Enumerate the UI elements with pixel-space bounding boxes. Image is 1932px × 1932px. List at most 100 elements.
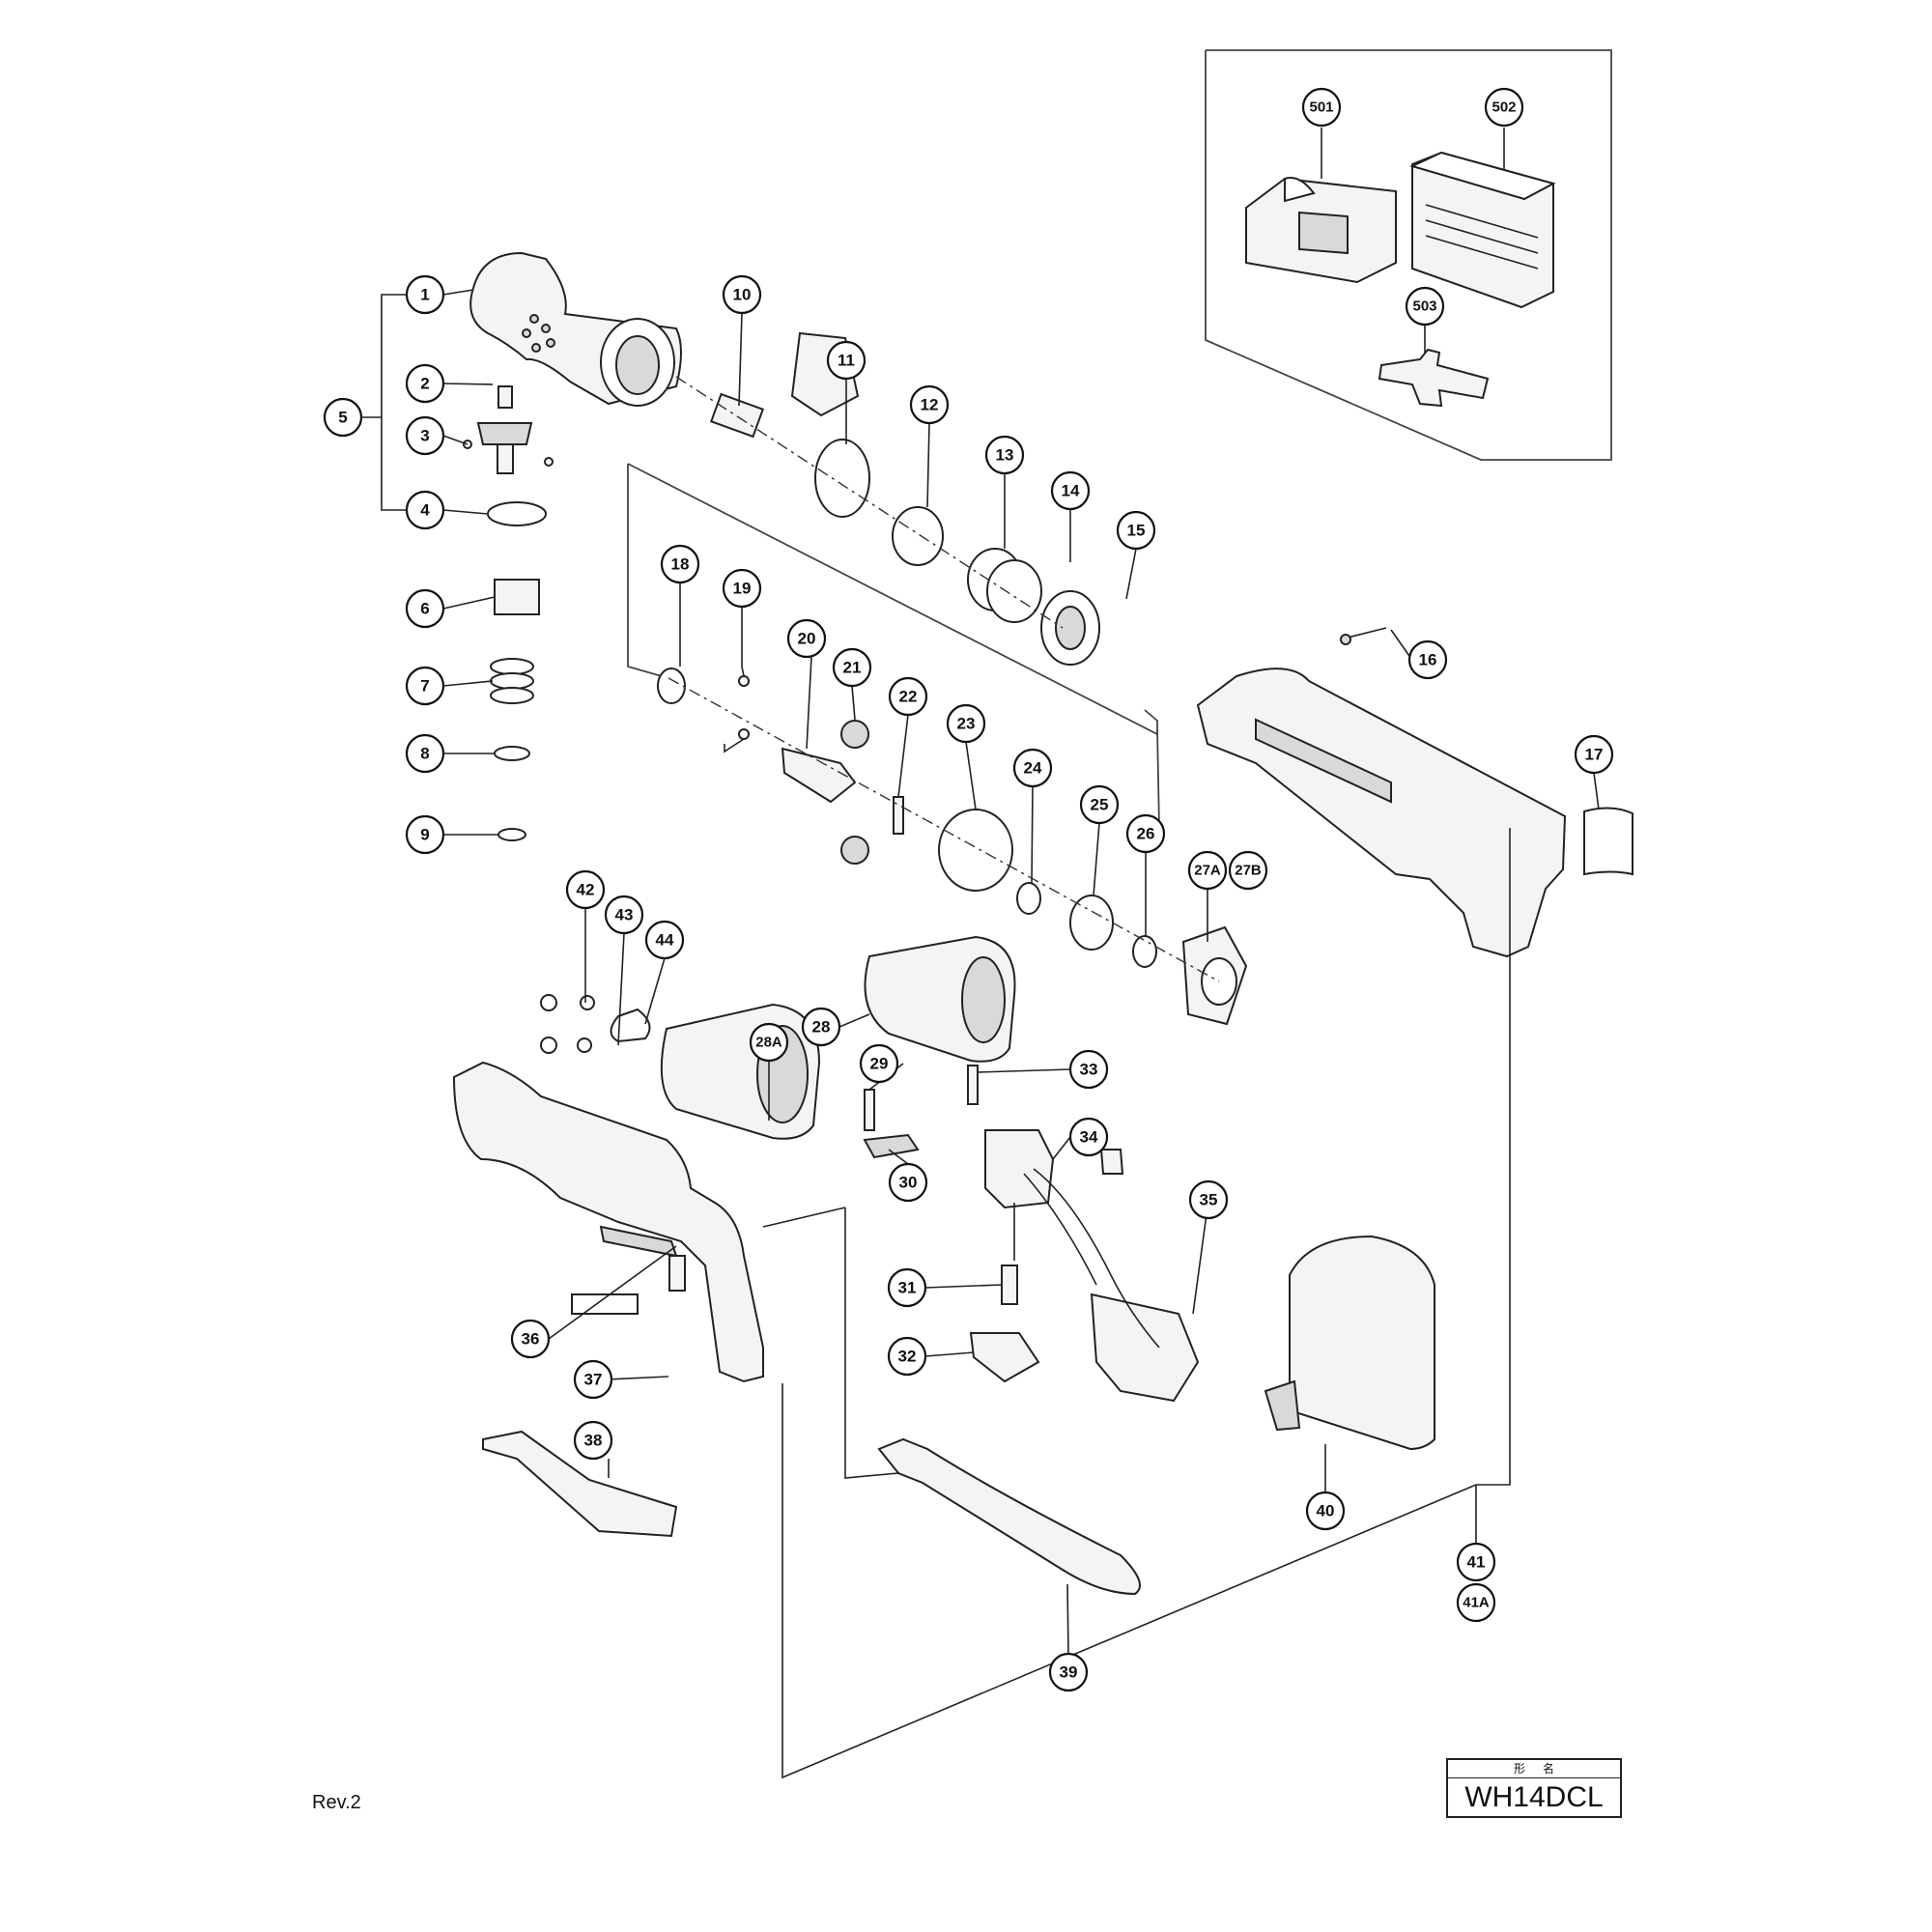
- callout-18: 18: [660, 544, 700, 584]
- svg-text:35: 35: [1200, 1191, 1218, 1209]
- svg-text:22: 22: [899, 688, 918, 706]
- switch-parts: [863, 1065, 1200, 1403]
- svg-text:27B: 27B: [1235, 863, 1262, 879]
- callout-33: 33: [1068, 1049, 1109, 1090]
- svg-text:31: 31: [898, 1279, 917, 1297]
- svg-text:23: 23: [957, 715, 976, 733]
- motor-28-part: [864, 935, 1016, 1063]
- svg-text:15: 15: [1127, 522, 1146, 540]
- callout-3: 3: [405, 415, 445, 456]
- callout-1: 1: [405, 274, 445, 315]
- model-name: WH14DCL: [1464, 1781, 1604, 1813]
- tray-part: [1378, 348, 1490, 408]
- planetary-gear-parts: [657, 668, 1248, 1026]
- callout-10: 10: [722, 274, 762, 315]
- callout-41: 41: [1456, 1542, 1496, 1582]
- svg-text:34: 34: [1080, 1128, 1098, 1147]
- gear-case-part: [469, 251, 682, 407]
- callout-26: 26: [1125, 813, 1166, 854]
- svg-text:40: 40: [1317, 1502, 1335, 1520]
- callout-8: 8: [405, 733, 445, 774]
- svg-text:33: 33: [1080, 1061, 1098, 1079]
- retaining-ring-part: [487, 501, 547, 526]
- svg-text:2: 2: [420, 375, 429, 393]
- svg-text:10: 10: [733, 286, 752, 304]
- callout-501: 501: [1301, 87, 1342, 128]
- svg-text:4: 4: [420, 501, 430, 520]
- svg-text:43: 43: [615, 906, 634, 924]
- callout-13: 13: [984, 435, 1025, 475]
- shaft-line-parts: [709, 331, 1100, 666]
- callout-27A: 27A: [1187, 850, 1228, 891]
- accessory-frame: [1205, 49, 1612, 461]
- svg-text:8: 8: [420, 745, 429, 763]
- svg-text:19: 19: [733, 580, 752, 598]
- svg-text:28: 28: [812, 1018, 831, 1037]
- svg-text:32: 32: [898, 1348, 917, 1366]
- svg-text:14: 14: [1062, 482, 1080, 500]
- gear-frame-right: [1144, 709, 1158, 734]
- svg-text:503: 503: [1412, 298, 1436, 315]
- strap-part: [877, 1437, 1141, 1596]
- svg-text:29: 29: [870, 1055, 889, 1073]
- svg-text:11: 11: [838, 352, 855, 370]
- carrying-case-part: [1409, 151, 1556, 309]
- callout-34: 34: [1068, 1117, 1109, 1157]
- svg-text:41A: 41A: [1463, 1595, 1490, 1611]
- svg-text:24: 24: [1024, 759, 1042, 778]
- svg-text:44: 44: [656, 931, 674, 950]
- callout-40: 40: [1305, 1491, 1346, 1531]
- handle-small-parts: [482, 1255, 686, 1538]
- svg-text:20: 20: [798, 630, 816, 648]
- gear-frame-left: [627, 464, 669, 679]
- callout-27B: 27B: [1228, 850, 1268, 891]
- svg-text:3: 3: [420, 427, 429, 445]
- svg-text:28A: 28A: [755, 1035, 782, 1051]
- callout-19: 19: [722, 568, 762, 609]
- callout-12: 12: [909, 384, 950, 425]
- callout-38: 38: [573, 1420, 613, 1461]
- svg-text:6: 6: [420, 600, 429, 618]
- callout-24: 24: [1012, 748, 1053, 788]
- shaft-axis-line: [675, 376, 1064, 629]
- svg-text:5: 5: [338, 409, 347, 427]
- callout-29: 29: [859, 1043, 899, 1084]
- callout-5: 5: [323, 397, 363, 438]
- gear-axis-line: [668, 677, 1220, 982]
- svg-text:18: 18: [671, 555, 690, 574]
- svg-text:16: 16: [1419, 651, 1437, 669]
- svg-text:25: 25: [1091, 796, 1109, 814]
- callout-14: 14: [1050, 470, 1091, 511]
- leader-lines: [361, 289, 1600, 1779]
- callout-22: 22: [888, 676, 928, 717]
- callout-503: 503: [1405, 286, 1445, 327]
- svg-text:12: 12: [921, 396, 939, 414]
- callout-16: 16: [1407, 639, 1448, 680]
- callout-37: 37: [573, 1359, 613, 1400]
- callout-41A: 41A: [1456, 1582, 1496, 1623]
- callout-44: 44: [644, 920, 685, 960]
- battery-pack-part: [1264, 1235, 1435, 1451]
- callout-7: 7: [405, 666, 445, 706]
- callout-2: 2: [405, 363, 445, 404]
- svg-text:17: 17: [1585, 746, 1604, 764]
- callout-28A: 28A: [749, 1022, 789, 1063]
- svg-text:26: 26: [1137, 825, 1155, 843]
- svg-text:27A: 27A: [1194, 863, 1221, 879]
- callout-17: 17: [1574, 734, 1614, 775]
- callout-31: 31: [887, 1267, 927, 1308]
- callout-35: 35: [1188, 1179, 1229, 1220]
- spindle-part: [463, 385, 554, 474]
- callout-30: 30: [888, 1162, 928, 1203]
- housing-right-part: [1196, 627, 1634, 958]
- callout-9: 9: [405, 814, 445, 855]
- callout-15: 15: [1116, 510, 1156, 551]
- svg-text:37: 37: [584, 1371, 603, 1389]
- motor-brush-parts: [540, 994, 651, 1054]
- revision-label: Rev.2: [312, 1792, 361, 1813]
- callout-4: 4: [405, 490, 445, 530]
- callout-32: 32: [887, 1336, 927, 1377]
- callout-42: 42: [565, 869, 606, 910]
- svg-text:7: 7: [420, 677, 429, 696]
